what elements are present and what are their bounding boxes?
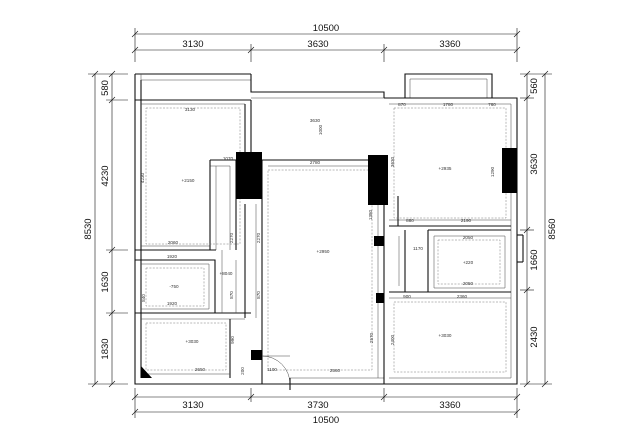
- dim-top-total: 10500: [313, 23, 339, 34]
- label-mid-8040: +8040: [220, 271, 233, 276]
- label-mr-2050b: 2050: [463, 281, 474, 286]
- label-rt-760: 760: [488, 102, 496, 107]
- dim-left-total: 8530: [83, 218, 94, 239]
- label-bl-height: +3030: [186, 339, 199, 344]
- label-bl-2650: 2650: [195, 367, 206, 372]
- label-mr-1170: 1170: [413, 246, 423, 251]
- door-corner-marker: [141, 366, 152, 378]
- dim-left-2: 4230: [100, 165, 111, 186]
- label-ct-2560: 2560: [330, 368, 341, 373]
- label-lt-2060: 2060: [168, 240, 179, 245]
- label-br-2400: 2400: [390, 334, 395, 345]
- dim-bottom-mid: 3730: [307, 400, 328, 411]
- label-ct-2270a: 2270: [229, 232, 234, 243]
- dim-bottom-left: 3130: [182, 400, 203, 411]
- label-ml-1920b: 1920: [167, 301, 178, 306]
- dim-right-2: 3630: [529, 153, 540, 174]
- exterior-walls: [134, 73, 518, 385]
- dim-top-right: 3360: [439, 39, 460, 50]
- top-dimensions: 10500 3130 3630 3360: [131, 23, 521, 62]
- label-rt-2190: 2190: [461, 218, 472, 223]
- label-ct-height: +2950: [317, 249, 330, 254]
- label-lt-3130: 3130: [185, 107, 196, 112]
- label-lt-height: +2150: [182, 178, 195, 183]
- bottom-dimensions: 3130 3730 3360 10500: [131, 388, 521, 426]
- entry-door: [261, 355, 291, 390]
- column-5: [376, 293, 384, 303]
- label-ct-1070: 1070: [223, 156, 234, 161]
- label-ml-height: -750: [169, 284, 179, 289]
- label-mid-870b: 870: [256, 291, 261, 299]
- label-rt-3630: 3630: [390, 156, 395, 167]
- column-6: [251, 350, 262, 360]
- label-mr-900: 900: [403, 294, 411, 299]
- label-ct-3630: 3630: [310, 118, 321, 123]
- label-ml-1920a: 1920: [167, 254, 178, 259]
- column-2: [368, 155, 388, 205]
- dim-bottom-total: 10500: [313, 415, 339, 426]
- interior-walls: [135, 100, 524, 384]
- label-bl-1100: 1100: [267, 367, 277, 372]
- label-ct-2270b: 2270: [256, 232, 261, 243]
- label-rt-1290: 1290: [490, 166, 495, 177]
- label-rt-1780: 1780: [443, 102, 454, 107]
- label-ct-2780: 2780: [310, 160, 321, 165]
- dim-top-mid: 3630: [307, 39, 328, 50]
- column-4: [374, 236, 384, 246]
- label-rt-height: +2935: [439, 166, 452, 171]
- dim-right-4: 2430: [529, 326, 540, 347]
- label-ct-1000: 1000: [318, 124, 323, 135]
- label-rt-880: 880: [406, 218, 414, 223]
- label-ct-2570: 2570: [369, 332, 374, 343]
- left-dimensions: 8530 580 4230 1630 1830: [83, 70, 128, 388]
- dim-right-3: 1660: [529, 249, 540, 270]
- room-annotations: 3130 4230 2060 +2150 3630 1000 2780 1070…: [140, 102, 496, 375]
- ceiling-outlines: [145, 107, 507, 373]
- label-mr-2360: 2360: [457, 294, 468, 299]
- dim-left-1: 580: [100, 80, 111, 96]
- label-mid-870a: 870: [229, 291, 234, 299]
- dim-right-1: 560: [529, 78, 540, 94]
- label-rt-1380: 1380: [368, 209, 373, 220]
- label-bl-990: 990: [230, 336, 235, 344]
- label-bl-200: 200: [240, 367, 245, 375]
- dim-left-3: 1630: [100, 271, 111, 292]
- dim-left-4: 1830: [100, 338, 111, 359]
- column-3: [502, 148, 517, 193]
- column-1: [236, 152, 262, 199]
- label-rt-870: 870: [398, 102, 406, 107]
- dim-bottom-right: 3360: [439, 400, 460, 411]
- label-br-height: +3030: [439, 333, 452, 338]
- label-ml-840: 840: [141, 294, 146, 302]
- right-dimensions: 560 3630 1660 2430 8560: [520, 70, 558, 388]
- label-mr-height: +220: [463, 260, 474, 265]
- label-lt-4230: 4230: [140, 172, 145, 183]
- structural-columns: [141, 148, 517, 378]
- dim-top-left: 3130: [182, 39, 203, 50]
- label-mr-2050a: 2050: [463, 235, 474, 240]
- dim-right-total: 8560: [547, 218, 558, 239]
